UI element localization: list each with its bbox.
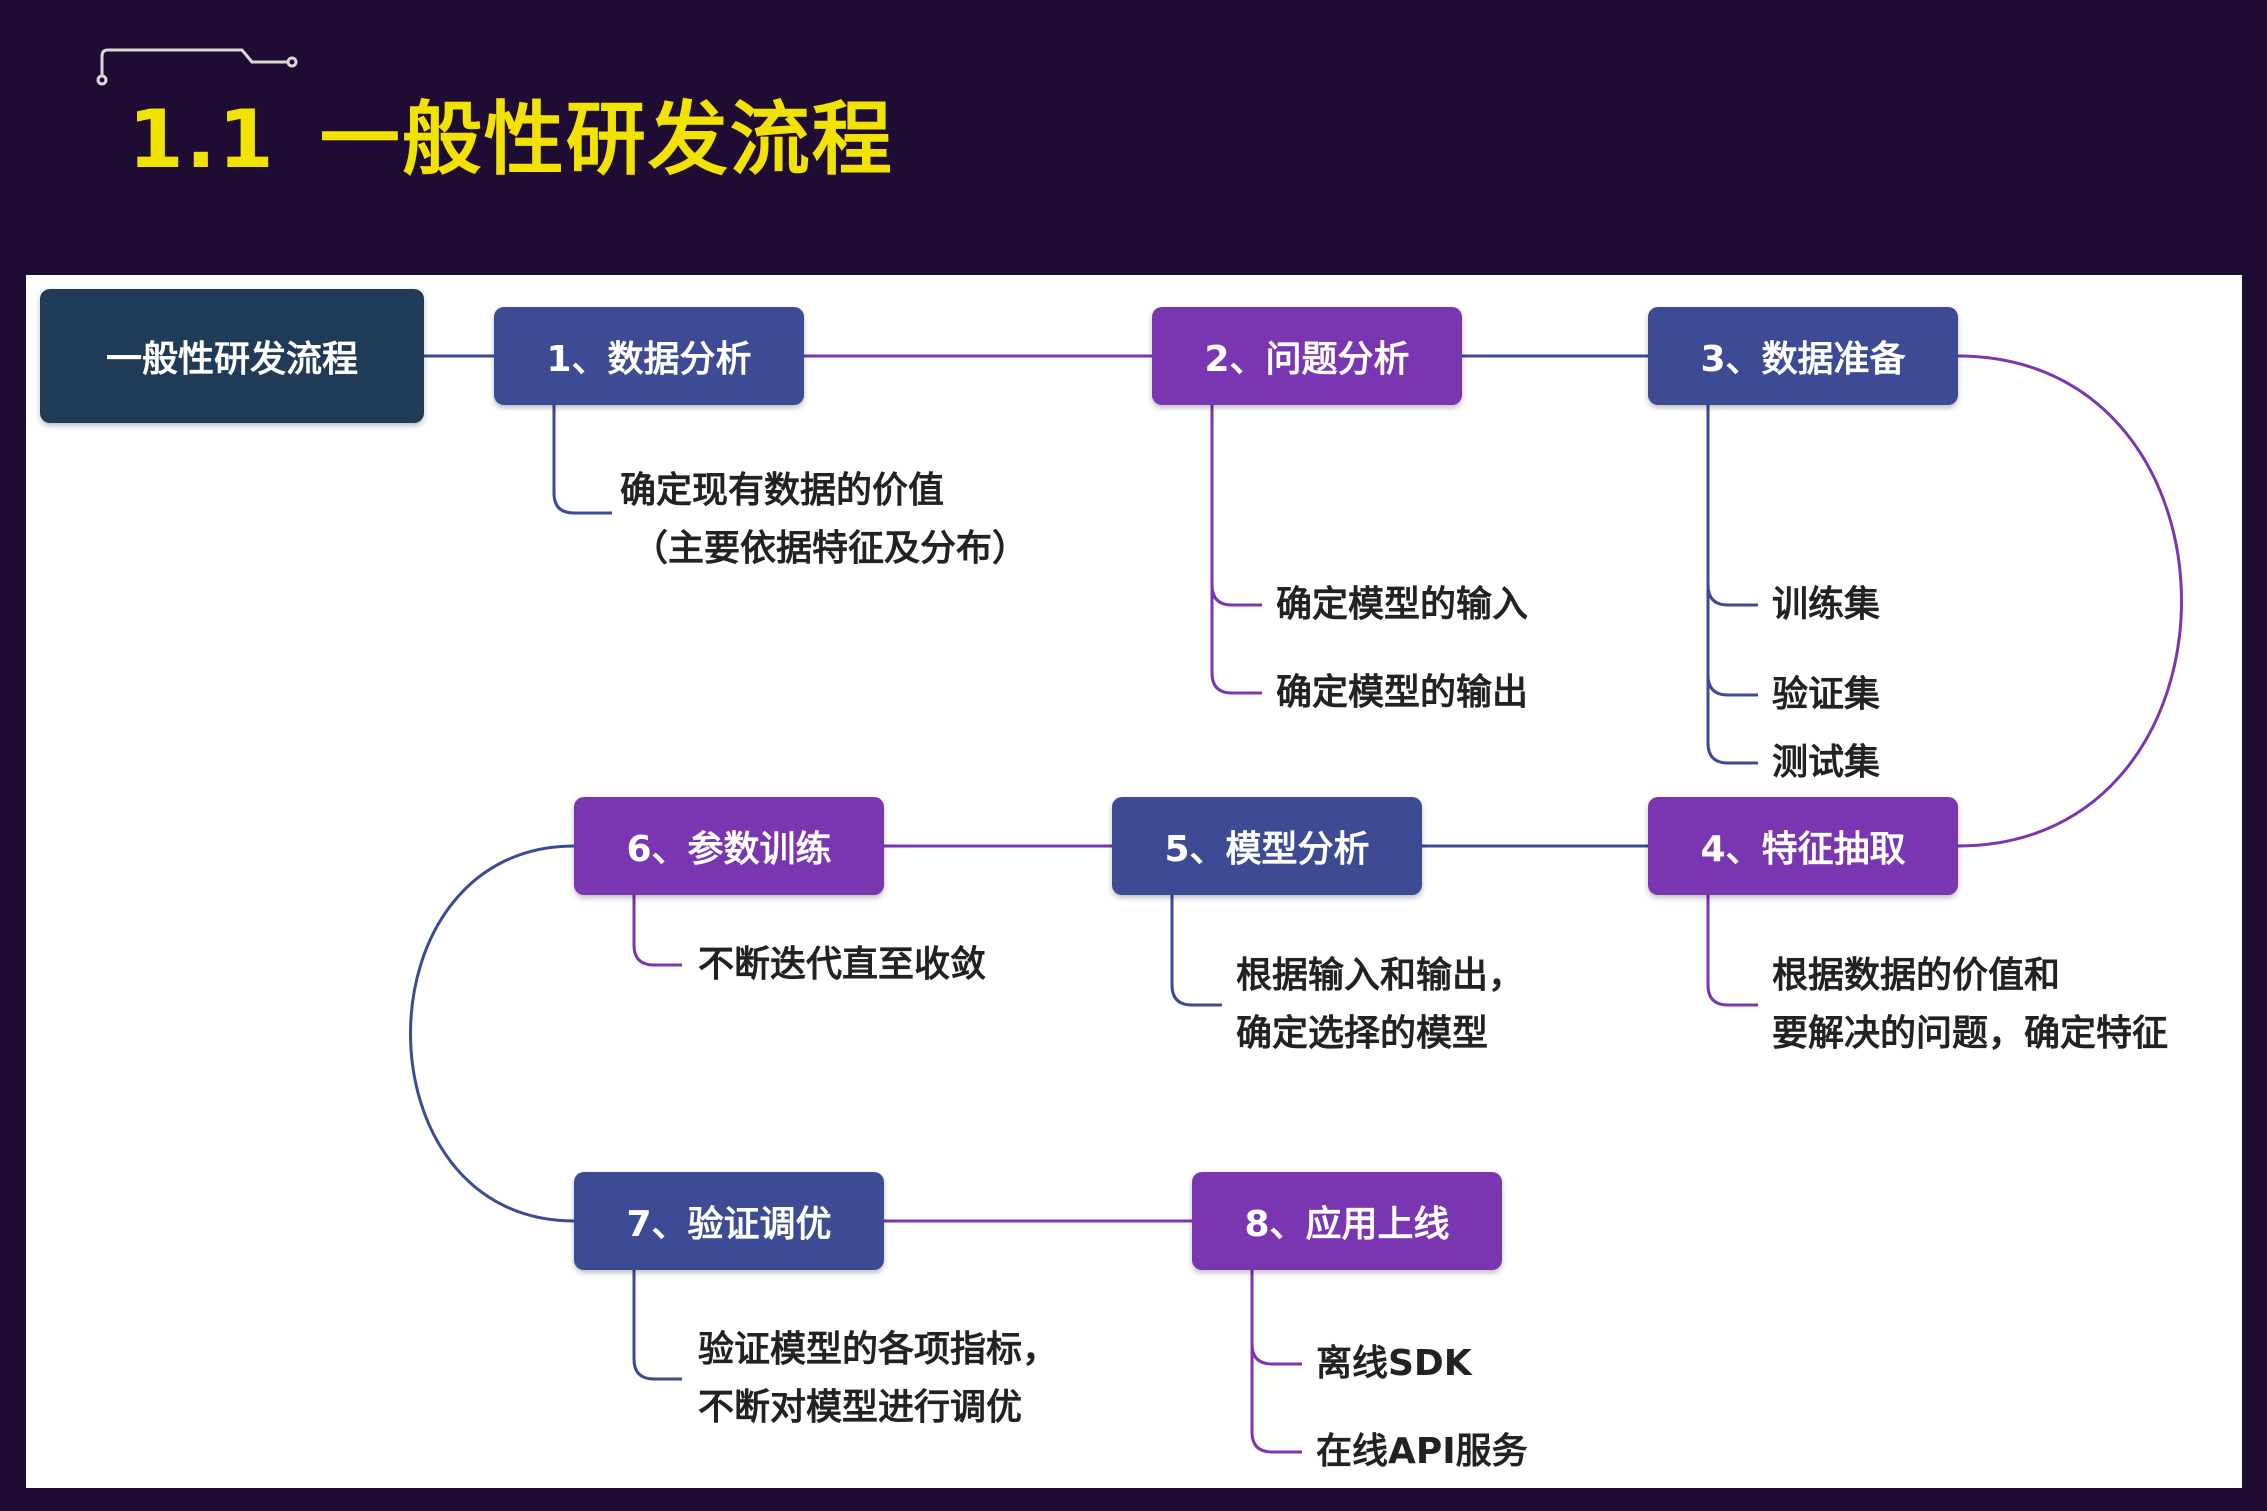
root-node: 一般性研发流程: [40, 289, 424, 423]
step-6-node: 6、参数训练: [574, 797, 884, 895]
title-number: 1.1: [128, 93, 276, 186]
step-8-detail-api: 在线API服务: [1316, 1431, 1528, 1472]
step-8-node: 8、应用上线: [1192, 1172, 1502, 1270]
step-7-detail-line: 验证模型的各项指标，: [698, 1329, 1059, 1370]
step-4-node: 4、特征抽取: [1648, 797, 1958, 895]
step-1-detail-line: 确定现有数据的价值: [620, 470, 945, 511]
connector-lines: [409, 354, 2183, 1454]
step-3-detail-test: 测试集: [1772, 742, 1881, 783]
step-3-detail-validate: 验证集: [1772, 674, 1881, 715]
step-3-node: 3、数据准备: [1648, 307, 1958, 405]
step-4-detail-line: 根据数据的价值和: [1772, 955, 2061, 996]
step-3-detail-train: 训练集: [1772, 584, 1881, 625]
step-4-detail: 根据数据的价值和 要解决的问题，确定特征: [1772, 947, 2168, 1063]
step-6-detail: 不断迭代直至收敛: [698, 944, 987, 985]
step-1-node: 1、数据分析: [494, 307, 804, 405]
step-8-detail-sdk: 离线SDK: [1316, 1343, 1472, 1384]
step-4-detail-line: 要解决的问题，确定特征: [1772, 1013, 2169, 1054]
step-1-detail: 确定现有数据的价值 （主要依据特征及分布）: [620, 462, 1028, 578]
step-5-detail-line: 根据输入和输出，: [1236, 955, 1525, 996]
circuit-line-icon: [96, 48, 298, 86]
title-text: 一般性研发流程: [319, 93, 894, 186]
step-7-detail-line: 不断对模型进行调优: [698, 1387, 1023, 1428]
step-2-detail-output: 确定模型的输出: [1276, 672, 1529, 713]
step-7-node: 7、验证调优: [574, 1172, 884, 1270]
step-2-detail-input: 确定模型的输入: [1276, 584, 1529, 625]
step-1-detail-line: （主要依据特征及分布）: [632, 528, 1029, 569]
step-7-detail: 验证模型的各项指标， 不断对模型进行调优: [698, 1321, 1058, 1437]
step-2-node: 2、问题分析: [1152, 307, 1462, 405]
step-5-detail: 根据输入和输出， 确定选择的模型: [1236, 947, 1524, 1063]
step-5-node: 5、模型分析: [1112, 797, 1422, 895]
diagram-panel: 一般性研发流程 1、数据分析 2、问题分析 3、数据准备 4、特征抽取 5、模型…: [26, 275, 2242, 1488]
step-5-detail-line: 确定选择的模型: [1236, 1013, 1489, 1054]
